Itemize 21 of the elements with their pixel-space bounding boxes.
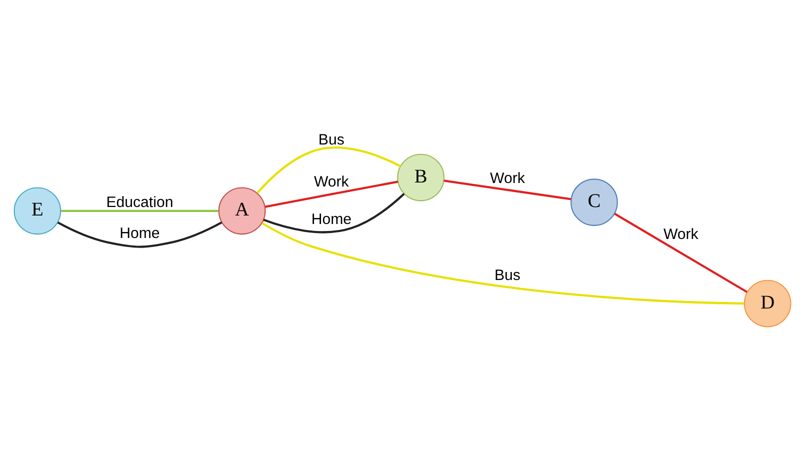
edge-label: Work — [490, 170, 524, 188]
connector — [264, 180, 398, 208]
edge-label: Education — [106, 194, 173, 211]
node-circle: A — [218, 187, 266, 235]
connector — [261, 222, 744, 305]
node-circle: B — [396, 154, 444, 202]
connector — [256, 146, 401, 194]
connector — [56, 221, 222, 248]
edge-label: Bus — [494, 267, 520, 284]
node-circle: D — [743, 280, 791, 328]
edge-label: Home — [119, 225, 160, 242]
edge-label: Work — [662, 226, 698, 244]
node-circle: E — [13, 187, 61, 235]
edge-label: Bus — [318, 131, 344, 148]
connector — [262, 193, 404, 234]
node-circle: C — [570, 178, 618, 226]
connector — [614, 212, 748, 293]
connector — [60, 210, 218, 212]
connector — [443, 180, 571, 200]
edge-label: Work — [313, 173, 348, 190]
edge-label: Home — [310, 211, 352, 228]
